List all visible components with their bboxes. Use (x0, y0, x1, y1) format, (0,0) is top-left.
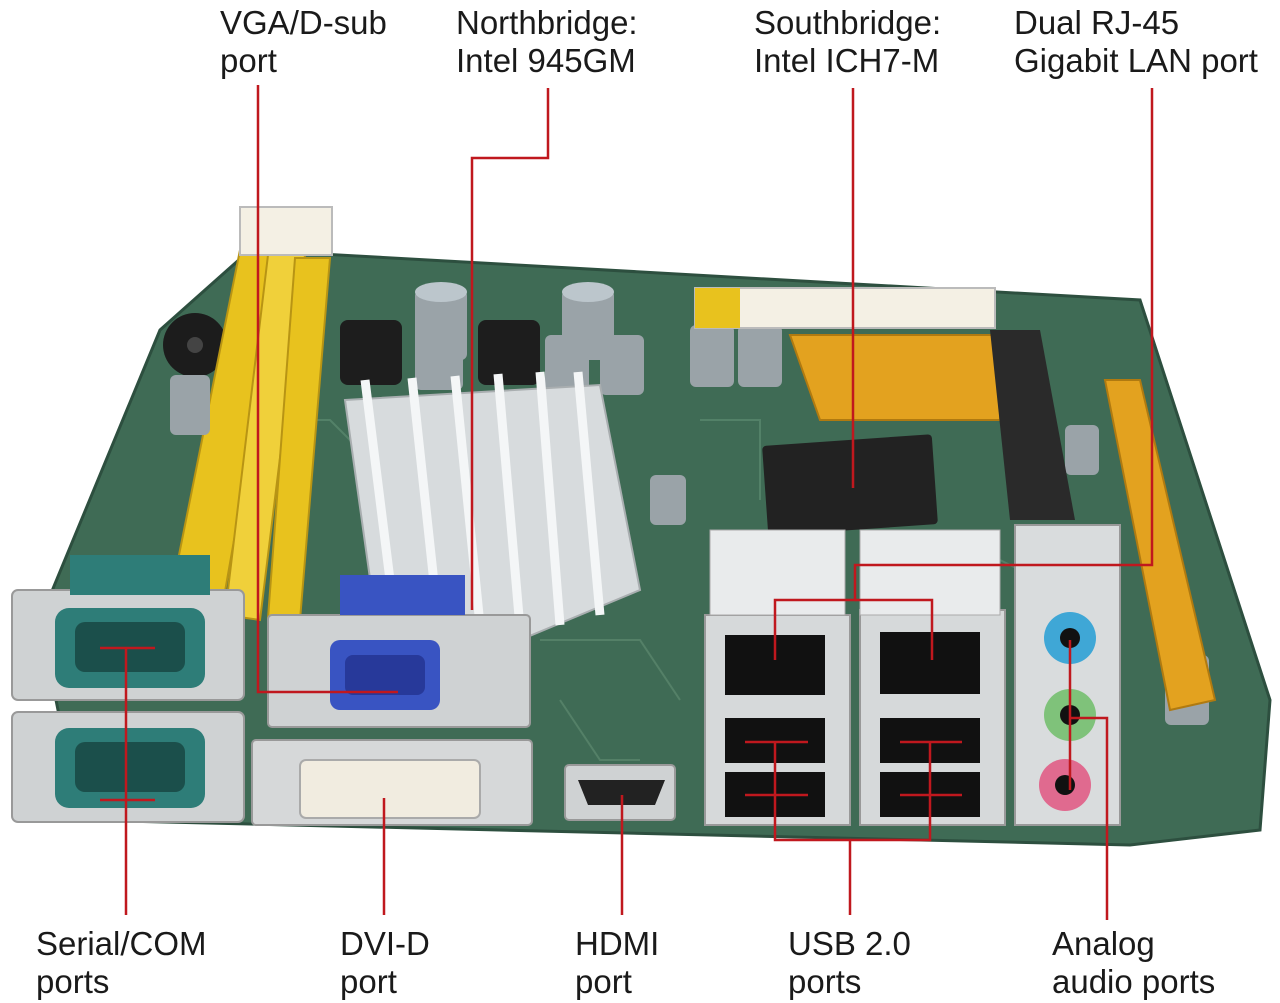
dvi-port (251, 739, 533, 826)
label-dvi-line2: port (340, 963, 397, 1000)
label-hdmi-line2: port (575, 963, 632, 1000)
sodimm-slot (990, 330, 1075, 520)
label-northbridge-line1: Northbridge: (456, 4, 638, 41)
leader-vga (256, 85, 398, 694)
capacitors (170, 282, 1209, 725)
leader-usb (773, 742, 852, 915)
leader-northbridge (470, 88, 550, 610)
label-serial-line1: Serial/COM (36, 925, 207, 962)
label-audio-line2: audio ports (1052, 963, 1216, 1000)
label-lan-line2: Gigabit LAN port (1014, 42, 1258, 79)
leader-audio (1070, 716, 1109, 920)
label-vga-line2: port (220, 42, 277, 79)
label-vga-line1: VGA/D-sub (220, 4, 387, 41)
label-audio: Analog audio ports (1052, 925, 1215, 1001)
serial-ports (11, 555, 245, 823)
label-northbridge-line2: Intel 945GM (456, 42, 636, 79)
label-serial: Serial/COM ports (36, 925, 207, 1001)
label-usb: USB 2.0 ports (788, 925, 911, 1001)
label-hdmi-line1: HDMI (575, 925, 660, 962)
label-usb-line1: USB 2.0 (788, 925, 911, 962)
audio-ports (1014, 524, 1121, 826)
label-hdmi: HDMI port (575, 925, 659, 1001)
label-southbridge: Southbridge: Intel ICH7-M (754, 4, 941, 80)
label-southbridge-line2: Intel ICH7-M (754, 42, 940, 79)
label-dvi: DVI-D port (340, 925, 430, 1001)
label-lan: Dual RJ-45 Gigabit LAN port (1014, 4, 1280, 80)
label-audio-line1: Analog (1052, 925, 1155, 962)
leader-lan (773, 88, 1154, 660)
lan-usb-stack-left (704, 614, 851, 826)
label-northbridge: Northbridge: Intel 945GM (456, 4, 638, 80)
leader-lines (100, 85, 1154, 920)
label-serial-line2: ports (36, 963, 110, 1000)
label-dvi-line1: DVI-D (340, 925, 430, 962)
pci-slot (694, 287, 1001, 421)
label-lan-line1: Dual RJ-45 (1014, 4, 1180, 41)
hdmi-port (564, 764, 676, 821)
label-vga: VGA/D-sub port (220, 4, 387, 80)
southbridge-chip (762, 434, 938, 536)
inductors (340, 320, 540, 385)
dimm-slots (168, 206, 333, 622)
label-southbridge-line1: Southbridge: (754, 4, 942, 41)
lan-label-sticker (709, 529, 846, 616)
label-usb-line2: ports (788, 963, 862, 1000)
pcie-slot (1103, 379, 1217, 712)
